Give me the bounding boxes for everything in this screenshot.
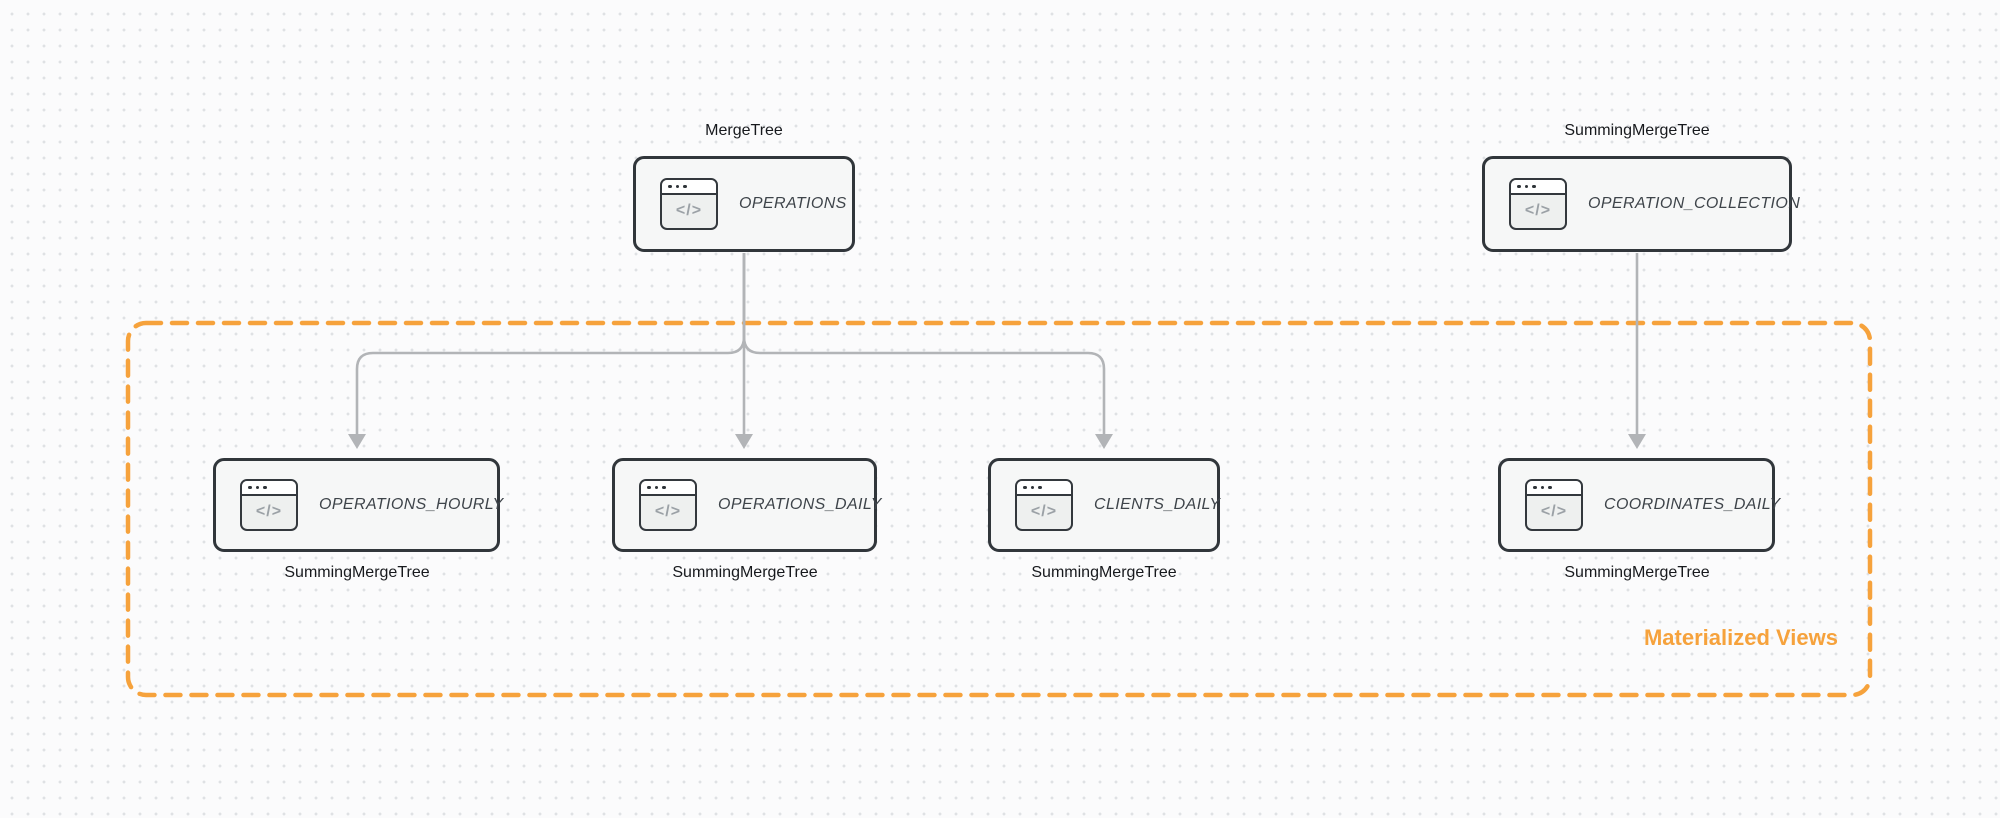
code-window-icon: </> bbox=[1525, 479, 1583, 531]
materialized-views-label: Materialized Views bbox=[1643, 625, 1838, 650]
window-dot bbox=[1524, 184, 1528, 189]
window-dot bbox=[1030, 485, 1034, 490]
window-dot bbox=[248, 485, 252, 490]
code-window-icon: </> bbox=[660, 178, 718, 230]
node-title: CLIENTS_DAILY bbox=[1094, 496, 1221, 513]
window-dot bbox=[683, 184, 687, 189]
arrowhead-icon bbox=[1628, 434, 1646, 449]
engine-label-operations: MergeTree bbox=[705, 122, 783, 139]
code-glyph: </> bbox=[654, 503, 682, 520]
window-dot bbox=[255, 485, 259, 490]
code-glyph: </> bbox=[675, 202, 703, 219]
window-dot bbox=[1517, 184, 1521, 189]
engine-label-operation-collection: SummingMergeTree bbox=[1564, 122, 1710, 139]
window-dot bbox=[647, 485, 651, 490]
engine-label-coordinates-daily: SummingMergeTree bbox=[1564, 564, 1710, 581]
node-title: OPERATIONS_HOURLY bbox=[319, 496, 504, 513]
window-dot bbox=[1532, 184, 1536, 189]
window-titlebar bbox=[662, 180, 716, 195]
edge-operations-to-clients bbox=[742, 253, 1106, 434]
engine-label-operations-daily: SummingMergeTree bbox=[672, 564, 818, 581]
window-dot bbox=[1540, 485, 1544, 490]
window-dot bbox=[263, 485, 267, 490]
node-title: OPERATIONS_DAILY bbox=[718, 496, 882, 513]
node-title: COORDINATES_DAILY bbox=[1604, 496, 1781, 513]
window-titlebar bbox=[641, 481, 695, 496]
node-operation-collection[interactable]: </> OPERATION_COLLECTION bbox=[1482, 156, 1800, 252]
node-coordinates-daily[interactable]: </> COORDINATES_DAILY bbox=[1498, 458, 1780, 552]
code-window-icon: </> bbox=[1015, 479, 1073, 531]
window-dot bbox=[1533, 485, 1537, 490]
node-clients-daily[interactable]: </> CLIENTS_DAILY bbox=[988, 458, 1220, 552]
window-titlebar bbox=[1527, 481, 1581, 496]
window-dot bbox=[654, 485, 658, 490]
window-dot bbox=[662, 485, 666, 490]
window-titlebar bbox=[1017, 481, 1071, 496]
window-dot bbox=[1023, 485, 1027, 490]
window-dot bbox=[668, 184, 672, 189]
flow-arrows bbox=[355, 253, 1639, 434]
node-operations-daily[interactable]: </> OPERATIONS_DAILY bbox=[612, 458, 881, 552]
window-titlebar bbox=[1511, 180, 1565, 195]
arrowhead-icon bbox=[348, 434, 366, 449]
code-window-icon: </> bbox=[240, 479, 298, 531]
node-operations-hourly[interactable]: </> OPERATIONS_HOURLY bbox=[213, 458, 503, 552]
arrowhead-icon bbox=[735, 434, 753, 449]
window-dot bbox=[675, 184, 679, 189]
engine-label-clients-daily: SummingMergeTree bbox=[1031, 564, 1177, 581]
window-dot bbox=[1548, 485, 1552, 490]
node-title: OPERATIONS bbox=[739, 195, 847, 212]
arrowheads bbox=[348, 434, 1646, 449]
node-title: OPERATION_COLLECTION bbox=[1588, 195, 1801, 212]
edge-operations-to-hourly bbox=[355, 253, 746, 434]
code-glyph: </> bbox=[1030, 503, 1058, 520]
code-window-icon: </> bbox=[639, 479, 697, 531]
window-titlebar bbox=[242, 481, 296, 496]
code-window-icon: </> bbox=[1509, 178, 1567, 230]
code-glyph: </> bbox=[1540, 503, 1568, 520]
code-glyph: </> bbox=[1524, 202, 1552, 219]
arrowhead-icon bbox=[1095, 434, 1113, 449]
code-glyph: </> bbox=[255, 503, 283, 520]
node-operations[interactable]: </> OPERATIONS bbox=[633, 156, 855, 252]
window-dot bbox=[1038, 485, 1042, 490]
engine-label-operations-hourly: SummingMergeTree bbox=[284, 564, 430, 581]
